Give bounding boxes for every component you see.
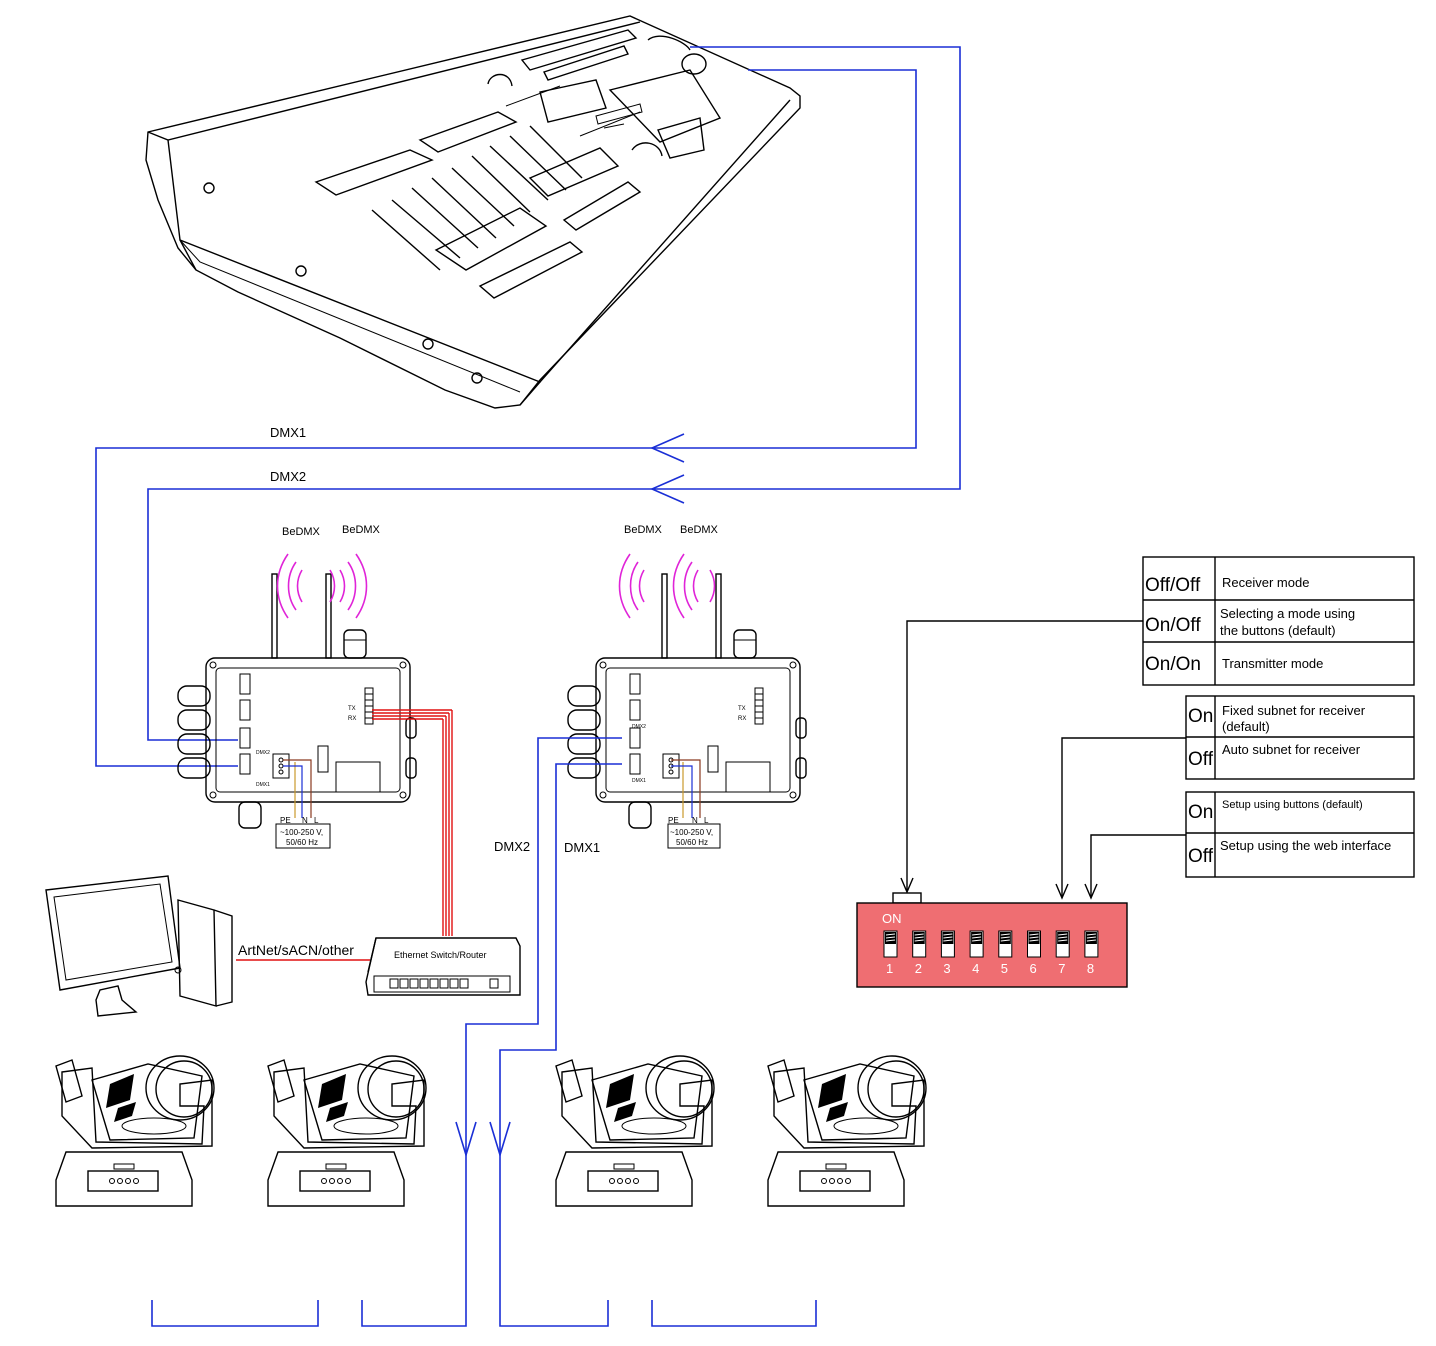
node2-terminal-pe: PE	[668, 816, 679, 825]
dip-number-8: 8	[1087, 961, 1094, 976]
dip-number-3: 3	[943, 961, 950, 976]
artnet-label: ArtNet/sACN/other	[238, 942, 354, 958]
node2-dmx-port-b: DMX1	[632, 778, 646, 784]
ethernet-cables	[236, 709, 453, 961]
setup-table: On Setup using buttons (default) Off Set…	[1185, 791, 1415, 878]
node1-dmx-port-a: DMX2	[256, 750, 270, 756]
node1-terminal-n: N	[302, 816, 308, 825]
node2-rx-label: RX	[738, 716, 746, 722]
subnet-row-1-desc-2: (default)	[1222, 719, 1270, 734]
node1-power-line2: 50/60 Hz	[286, 838, 318, 847]
dmx2-label-bottom: DMX2	[494, 839, 530, 854]
dip-number-6: 6	[1030, 961, 1037, 976]
switch-label: Ethernet Switch/Router	[394, 950, 487, 960]
node2-terminal-l: L	[704, 816, 709, 825]
dip-lever-3: 3	[940, 930, 955, 976]
node2-bedmx-left: BeDMX	[624, 524, 663, 536]
node1-terminal-pe: PE	[280, 816, 291, 825]
dip-number-2: 2	[915, 961, 922, 976]
dip-number-1: 1	[886, 961, 893, 976]
bedmx-node-1: DMX2 DMX1 TX RX PE N L ~100-250 V, 50/60…	[177, 573, 417, 849]
subnet-row-1-state: On	[1188, 706, 1213, 727]
node1-rx-label: RX	[348, 716, 356, 722]
mode-row-1-state: Off/Off	[1145, 575, 1201, 596]
mode-row-3-state: On/On	[1145, 654, 1201, 675]
wireless-waves-node1	[276, 553, 368, 619]
moving-head-fixture-3	[555, 1055, 715, 1207]
dip-lever-8: 8	[1084, 930, 1099, 976]
node2-power-line1: ~100-250 V,	[670, 828, 713, 837]
mode-table: Off/Off Receiver mode On/Off Selecting a…	[1142, 556, 1415, 686]
setup-row-1-state: On	[1188, 802, 1213, 823]
mode-row-2-desc-2: the buttons (default)	[1220, 623, 1336, 638]
mode-row-2-desc-1: Selecting a mode using	[1220, 606, 1355, 621]
node2-terminal-n: N	[692, 816, 698, 825]
dip-lever-5: 5	[998, 930, 1013, 976]
node1-dmx-port-b: DMX1	[256, 782, 270, 788]
dip-lever-7: 7	[1055, 930, 1070, 976]
computer-monitor	[45, 875, 233, 1017]
node1-terminal-l: L	[314, 816, 319, 825]
dip-lever-6: 6	[1027, 930, 1041, 976]
bedmx-node-2: DMX2 DMX1 TX RX PE N L ~100-250 V, 50/60…	[567, 573, 807, 849]
node1-bedmx-right: BeDMX	[342, 524, 381, 536]
dmx-cable-lines	[95, 46, 961, 767]
subnet-row-2-desc: Auto subnet for receiver	[1222, 742, 1361, 757]
mode-row-2-state: On/Off	[1145, 615, 1201, 636]
dmx-output-lines	[151, 737, 817, 1327]
mode-row-1-desc: Receiver mode	[1222, 575, 1309, 590]
dip-pointer-arrows	[900, 620, 1186, 900]
node2-tx-label: TX	[738, 706, 746, 712]
dip-lever-4: 4	[969, 930, 984, 976]
subnet-row-1-desc-1: Fixed subnet for receiver	[1222, 703, 1366, 718]
subnet-row-2-state: Off	[1188, 749, 1214, 770]
dip-on-label: ON	[882, 911, 902, 926]
mode-row-3-desc: Transmitter mode	[1222, 656, 1323, 671]
dip-switch: ON 1 2 3 4 5 6 7 8	[856, 892, 1128, 988]
dip-number-4: 4	[972, 961, 979, 976]
moving-head-fixture-2	[267, 1055, 427, 1207]
dip-number-5: 5	[1001, 961, 1008, 976]
node2-dmx-port-a: DMX2	[632, 724, 646, 730]
dmx2-label-top: DMX2	[270, 469, 306, 484]
subnet-table: On Fixed subnet for receiver (default) O…	[1185, 695, 1415, 780]
node1-tx-label: TX	[348, 706, 356, 712]
node1-bedmx-left: BeDMX	[282, 526, 321, 538]
node2-bedmx-right: BeDMX	[680, 524, 719, 536]
dip-lever-2: 2	[912, 930, 927, 976]
setup-row-2-state: Off	[1188, 846, 1214, 867]
wireless-waves-node2	[618, 553, 716, 619]
dip-number-7: 7	[1058, 961, 1065, 976]
dmx1-label-top: DMX1	[270, 425, 306, 440]
moving-head-fixture-1	[55, 1055, 215, 1207]
dmx1-label-bottom: DMX1	[564, 840, 600, 855]
node2-power-line2: 50/60 Hz	[676, 838, 708, 847]
lighting-console	[145, 15, 801, 409]
dip-lever-1: 1	[883, 930, 898, 976]
moving-head-fixture-4	[767, 1055, 927, 1207]
setup-row-1-desc: Setup using buttons (default)	[1222, 799, 1363, 811]
setup-row-2-desc: Setup using the web interface	[1220, 838, 1391, 853]
node1-power-line1: ~100-250 V,	[280, 828, 323, 837]
ethernet-switch	[365, 937, 521, 996]
